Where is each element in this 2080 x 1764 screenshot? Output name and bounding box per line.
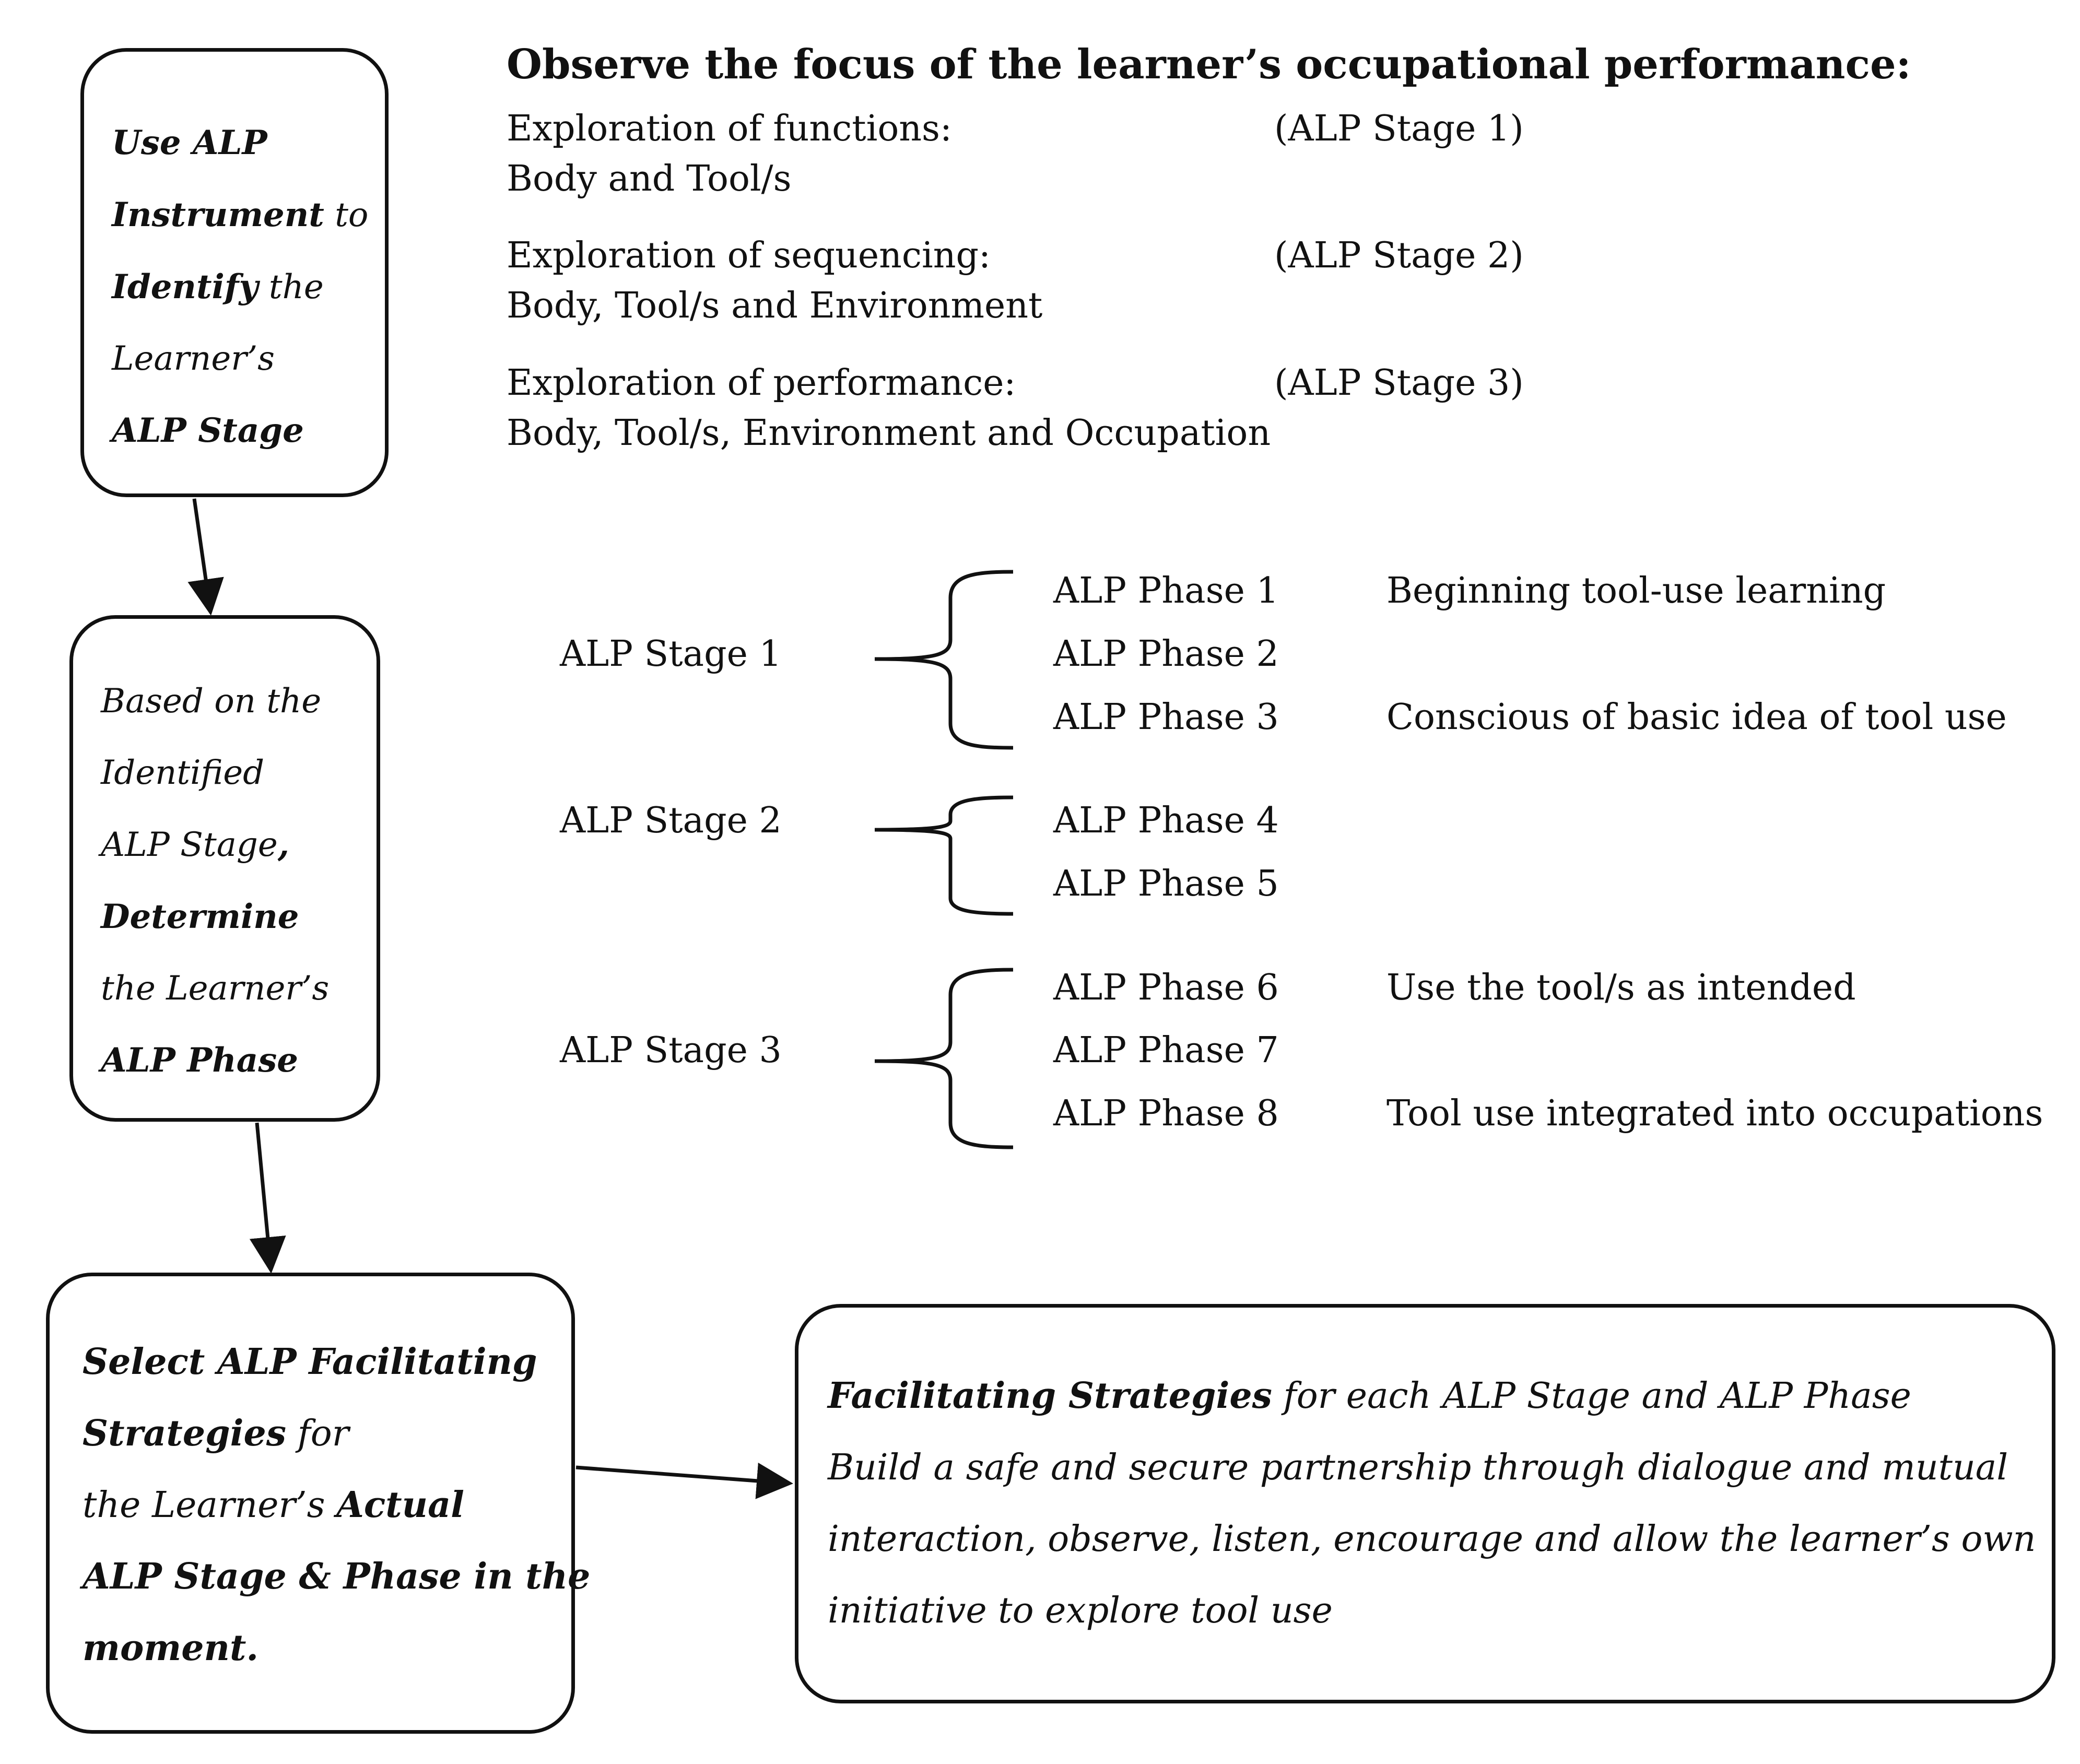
observe-item-3-label: Exploration of performance: bbox=[507, 362, 1016, 404]
text-line: ALP Stage, bbox=[101, 809, 329, 881]
text-run: to bbox=[324, 196, 369, 234]
arrow-step1-to-step2 bbox=[187, 498, 224, 616]
stage-2-label: ALP Stage 2 bbox=[560, 800, 782, 841]
text-run: Identify bbox=[112, 267, 258, 307]
text-line: Strategies for bbox=[83, 1398, 590, 1469]
observe-item-2-detail: Body, Tool/s and Environment bbox=[507, 285, 1043, 326]
phase-2-label: ALP Phase 2 bbox=[1053, 633, 1279, 675]
text-line: the Learner’s Actual bbox=[83, 1469, 590, 1541]
text-run: the bbox=[258, 268, 324, 307]
phase-5-label: ALP Phase 5 bbox=[1053, 863, 1279, 904]
phase-6-label: ALP Phase 6 bbox=[1053, 967, 1279, 1008]
text-line: interaction, observe, listen, encourage … bbox=[828, 1503, 2036, 1575]
facilitating-strategies-text: Facilitating Strategies for each ALP Sta… bbox=[828, 1360, 2036, 1647]
observe-item-2-label: Exploration of sequencing: bbox=[507, 235, 991, 276]
text-run: Strategies bbox=[83, 1413, 287, 1454]
determine-phase-box bbox=[69, 615, 380, 1122]
identify-stage-box bbox=[80, 48, 389, 497]
text-run: , bbox=[277, 825, 289, 864]
text-run: Based on the bbox=[101, 682, 322, 721]
phase-7-label: ALP Phase 7 bbox=[1053, 1030, 1279, 1071]
text-run: ALP Stage bbox=[112, 411, 304, 450]
text-run: Select ALP Facilitating bbox=[83, 1341, 537, 1383]
arrow-step3-to-strategies bbox=[575, 1462, 793, 1499]
text-line: ALP Stage & Phase in the bbox=[83, 1541, 590, 1613]
facilitating-strategies-box bbox=[795, 1304, 2055, 1703]
text-run: for each ALP Stage and ALP Phase bbox=[1272, 1375, 1911, 1417]
text-line: Select ALP Facilitating bbox=[83, 1326, 590, 1398]
text-line: Identify the bbox=[112, 251, 368, 323]
text-run: the Learner’s bbox=[83, 1485, 337, 1526]
observe-item-3-detail: Body, Tool/s, Environment and Occupation bbox=[507, 413, 1271, 454]
text-line: Learner’s bbox=[112, 323, 368, 395]
phase-4-label: ALP Phase 4 bbox=[1053, 800, 1279, 841]
observe-item-2-stage: (ALP Stage 2) bbox=[1274, 235, 1524, 276]
phase-8-label: ALP Phase 8 bbox=[1053, 1093, 1279, 1134]
text-line: initiative to explore tool use bbox=[828, 1575, 2036, 1647]
stage-1-label: ALP Stage 1 bbox=[560, 633, 782, 675]
observe-item-1-stage: (ALP Stage 1) bbox=[1274, 108, 1524, 149]
text-run: moment. bbox=[83, 1627, 259, 1669]
text-run: Instrument bbox=[112, 195, 324, 234]
text-run: Identified bbox=[101, 754, 265, 792]
text-run: Learner’s bbox=[112, 339, 275, 378]
text-line: Build a safe and secure partnership thro… bbox=[828, 1432, 2036, 1503]
text-run: Actual bbox=[336, 1484, 464, 1526]
phase-3-label: ALP Phase 3 bbox=[1053, 697, 1279, 738]
phase-8-desc: Tool use integrated into occupations bbox=[1386, 1093, 2043, 1134]
phase-1-label: ALP Phase 1 bbox=[1053, 570, 1279, 611]
phase-6-desc: Use the tool/s as intended bbox=[1386, 967, 1856, 1008]
stage-3-label: ALP Stage 3 bbox=[560, 1030, 782, 1071]
text-line: ALP Phase bbox=[101, 1025, 329, 1097]
text-line: ALP Stage bbox=[112, 395, 368, 467]
text-run: interaction, observe, listen, encourage … bbox=[828, 1519, 2036, 1560]
text-line: moment. bbox=[83, 1613, 590, 1684]
arrow-step2-to-step3 bbox=[249, 1122, 286, 1274]
text-run: Facilitating Strategies bbox=[828, 1375, 1272, 1417]
text-line: Use ALP bbox=[112, 107, 368, 179]
select-strategies-box bbox=[46, 1273, 575, 1734]
text-run: Build a safe and secure partnership thro… bbox=[828, 1447, 2008, 1488]
text-line: Based on the bbox=[101, 666, 329, 737]
text-line: the Learner’s bbox=[101, 953, 329, 1025]
text-run: ALP Stage bbox=[101, 826, 278, 864]
text-line: Instrument to bbox=[112, 179, 368, 251]
observe-item-1-detail: Body and Tool/s bbox=[507, 158, 792, 199]
observe-title: Observe the focus of the learner’s occup… bbox=[507, 41, 1911, 88]
text-run: the Learner’s bbox=[101, 969, 330, 1008]
text-run: ALP Stage & Phase in the bbox=[83, 1556, 591, 1597]
brace-stage-1 bbox=[874, 570, 1014, 750]
text-line: Facilitating Strategies for each ALP Sta… bbox=[828, 1360, 2036, 1432]
text-run: initiative to explore tool use bbox=[828, 1590, 1333, 1631]
phase-1-desc: Beginning tool-use learning bbox=[1386, 570, 1886, 611]
text-run: for bbox=[286, 1413, 349, 1454]
text-run: ALP Phase bbox=[101, 1041, 298, 1080]
text-run: Use ALP bbox=[112, 123, 267, 162]
brace-stage-3 bbox=[874, 968, 1014, 1149]
text-run: Determine bbox=[101, 897, 299, 936]
text-line: Identified bbox=[101, 737, 329, 809]
observe-item-3-stage: (ALP Stage 3) bbox=[1274, 362, 1524, 404]
brace-stage-2 bbox=[874, 795, 1014, 916]
observe-item-1-label: Exploration of functions: bbox=[507, 108, 952, 149]
phase-3-desc: Conscious of basic idea of tool use bbox=[1386, 697, 2007, 738]
text-line: Determine bbox=[101, 881, 329, 953]
